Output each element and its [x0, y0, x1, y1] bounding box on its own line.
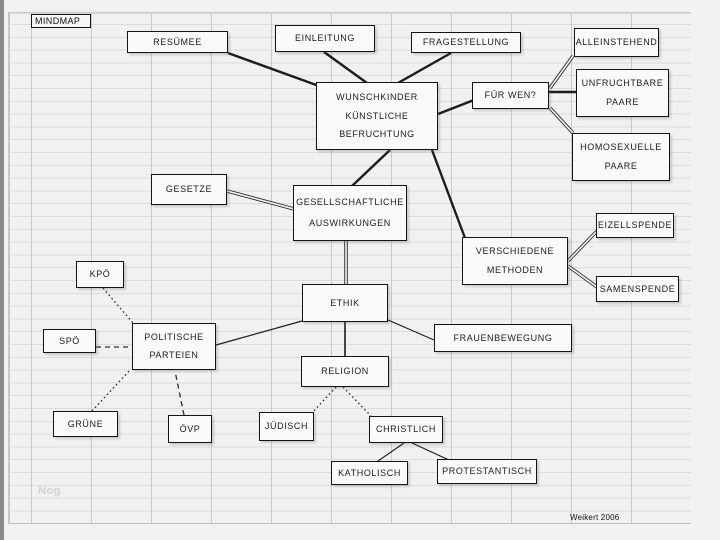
node-oevp[interactable]: ÖVP: [168, 415, 212, 443]
node-politische-line2: PARTEIEN: [149, 350, 199, 360]
node-kpoe-label: KPÖ: [89, 269, 111, 279]
node-alleinstehend[interactable]: ALLEINSTEHEND: [574, 28, 659, 57]
node-wunschkinder[interactable]: WUNSCHKINDER KÜNSTLICHE BEFRUCHTUNG: [316, 82, 438, 150]
node-wunschkinder-line1: WUNSCHKINDER: [336, 91, 418, 102]
node-gesetze-label: GESETZE: [165, 184, 213, 194]
node-ethik-label: ETHIK: [330, 297, 360, 308]
node-juedisch[interactable]: JÜDISCH: [259, 412, 314, 441]
node-methoden-line1: VERSCHIEDENE: [475, 246, 555, 257]
node-religion[interactable]: RELIGION: [301, 356, 389, 387]
node-politische-parteien[interactable]: POLITISCHE PARTEIEN: [132, 323, 216, 370]
node-fragestellung-label: FRAGESTELLUNG: [422, 37, 510, 47]
node-eizellspende[interactable]: EIZELLSPENDE: [596, 213, 674, 238]
node-religion-label: RELIGION: [321, 366, 369, 376]
node-samenspende-label: SAMENSPENDE: [599, 283, 676, 294]
node-gruene-label: GRÜNE: [67, 418, 104, 429]
node-homosexuelle-paare-line1: HOMOSEXUELLE: [580, 142, 662, 153]
node-wunschkinder-line3: BEFRUCHTUNG: [339, 129, 415, 140]
credit-text: Weikert 2006: [570, 513, 620, 522]
node-unfruchtbare-paare-line2: PAARE: [606, 96, 639, 107]
node-gesellschaftliche-line1: GESELLSCHAFTLICHE: [296, 197, 404, 207]
node-einleitung-label: EINLEITUNG: [294, 33, 355, 43]
node-resumee[interactable]: RESÜMEE: [127, 31, 228, 53]
watermark-text: Nog: [38, 485, 61, 497]
node-protestantisch[interactable]: PROTESTANTISCH: [437, 459, 537, 484]
mindmap-title[interactable]: MINDMAP: [31, 14, 91, 28]
node-fragestellung[interactable]: FRAGESTELLUNG: [411, 32, 521, 53]
node-politische-line1: POLITISCHE: [144, 332, 204, 342]
node-unfruchtbare-paare[interactable]: UNFRUCHTBARE PAARE: [576, 69, 669, 117]
node-homosexuelle-paare[interactable]: HOMOSEXUELLE PAARE: [572, 133, 670, 181]
node-gruene[interactable]: GRÜNE: [53, 411, 118, 437]
node-resumee-label: RESÜMEE: [153, 36, 202, 47]
node-gesellschaftliche-line2: AUSWIRKUNGEN: [309, 218, 391, 228]
node-eizellspende-label: EIZELLSPENDE: [597, 220, 673, 230]
node-oevp-label: ÖVP: [179, 423, 201, 434]
node-methoden-line2: METHODEN: [486, 264, 544, 275]
node-katholisch-label: KATHOLISCH: [338, 467, 401, 478]
node-einleitung[interactable]: EINLEITUNG: [275, 25, 375, 52]
node-frauenbewegung-label: FRAUENBEWEGUNG: [453, 332, 553, 343]
node-katholisch[interactable]: KATHOLISCH: [331, 461, 408, 485]
node-fuer-wen[interactable]: FÜR WEN?: [472, 82, 549, 109]
node-alleinstehend-label: ALLEINSTEHEND: [575, 37, 658, 47]
mindmap-title-label: MINDMAP: [35, 16, 81, 26]
node-unfruchtbare-paare-line1: UNFRUCHTBARE: [581, 78, 664, 89]
screen-left-edge: [0, 0, 4, 540]
node-frauenbewegung[interactable]: FRAUENBEWEGUNG: [434, 324, 572, 352]
node-christlich[interactable]: CHRISTLICH: [369, 416, 443, 443]
node-protestantisch-label: PROTESTANTISCH: [442, 466, 532, 476]
node-ethik[interactable]: ETHIK: [302, 284, 388, 322]
node-gesetze[interactable]: GESETZE: [151, 174, 227, 205]
node-wunschkinder-line2: KÜNSTLICHE: [345, 110, 409, 121]
node-fuer-wen-label: FÜR WEN?: [484, 90, 537, 100]
node-spoe[interactable]: SPÖ: [43, 329, 96, 353]
node-homosexuelle-paare-line2: PAARE: [604, 160, 638, 171]
node-juedisch-label: JÜDISCH: [264, 421, 309, 431]
node-gesellschaftliche-auswirkungen[interactable]: GESELLSCHAFTLICHE AUSWIRKUNGEN: [293, 185, 407, 241]
node-kpoe[interactable]: KPÖ: [76, 261, 124, 288]
node-samenspende[interactable]: SAMENSPENDE: [596, 276, 679, 302]
node-spoe-label: SPÖ: [59, 335, 80, 346]
node-verschiedene-methoden[interactable]: VERSCHIEDENE METHODEN: [462, 237, 568, 285]
node-christlich-label: CHRISTLICH: [375, 424, 436, 434]
